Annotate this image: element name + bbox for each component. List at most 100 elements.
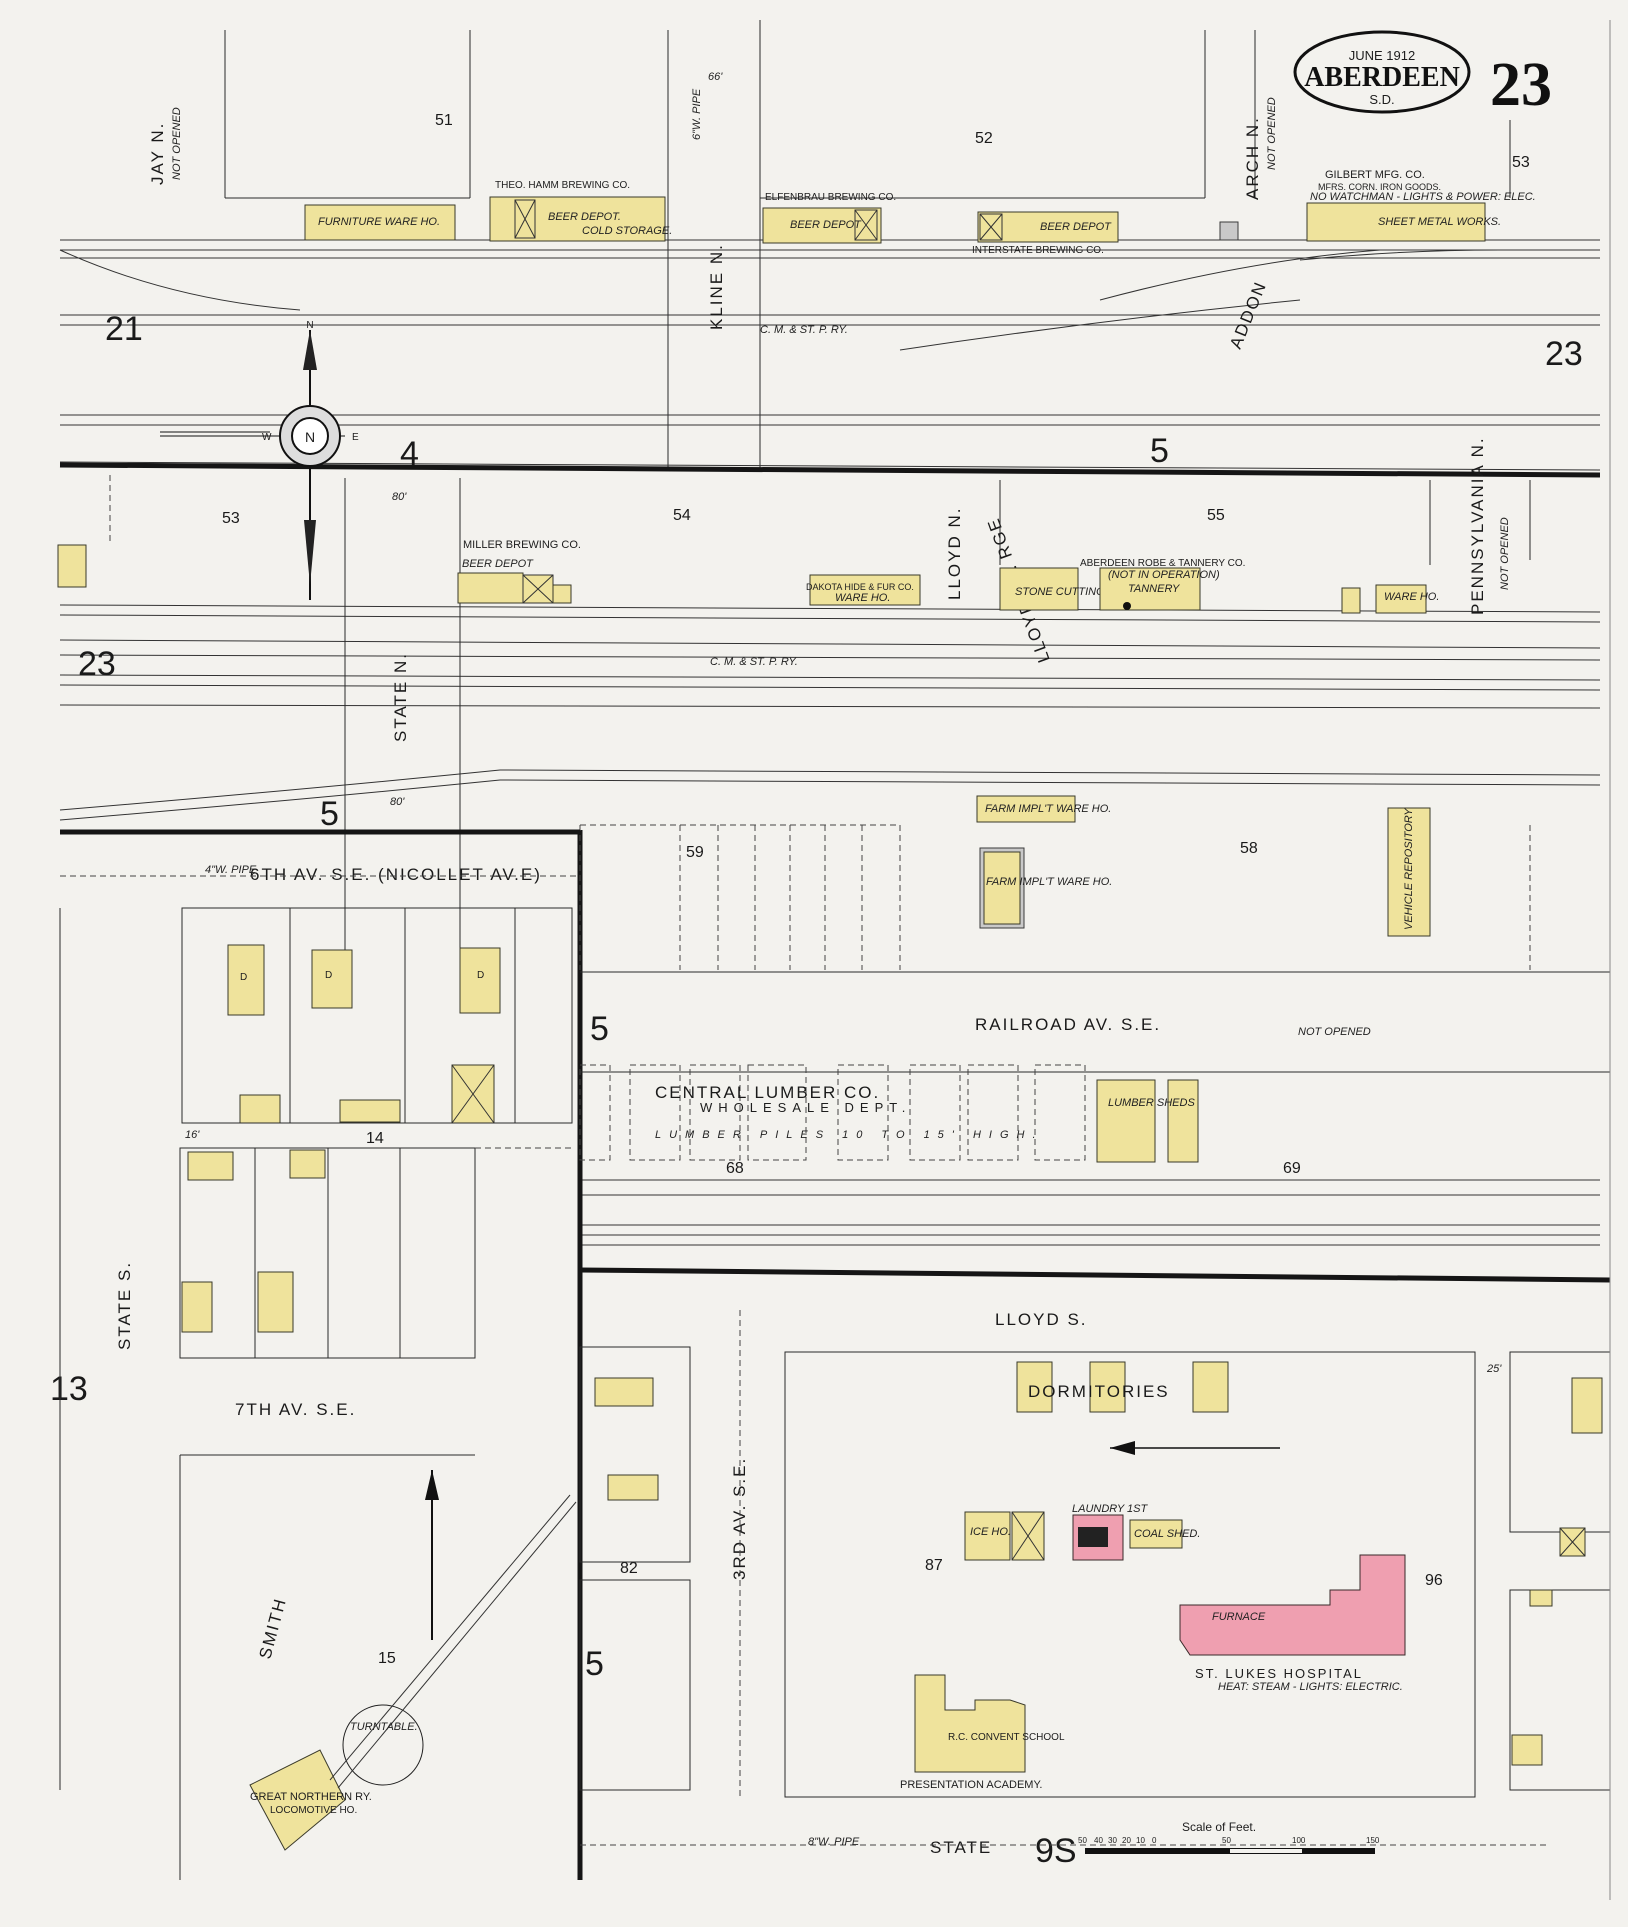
street-state-n: STATE N. — [391, 652, 410, 742]
ward-5a: 5 — [1150, 432, 1169, 470]
street-pennsylvania-note: NOT OPENED — [1499, 517, 1511, 590]
svg-text:N: N — [305, 429, 315, 445]
street-railroad-av: RAILROAD AV. S.E. — [975, 1015, 1161, 1034]
water-pipes: 4"W. PIPE 8"W. PIPE 6"W. PIPE 66' 80' 80… — [60, 71, 1550, 1848]
lumber-piles-label: LUMBER PILES 10 TO 15' HIGH. — [655, 1129, 1044, 1141]
turntable-label: TURNTABLE. — [350, 1721, 418, 1733]
coal-shed-label: COAL SHED. — [1134, 1528, 1200, 1540]
central-lumber-yard: CENTRAL LUMBER CO. WHOLESALE DEPT. LUMBE… — [579, 971, 1610, 1163]
block-87: 87 — [925, 1557, 943, 1574]
gilbert-sub: MFRS. CORN. IRON GOODS. — [1318, 182, 1441, 192]
convent-school — [914, 1674, 1026, 1773]
scale-bar: Scale of Feet. 50 40 30 20 10 0 50 100 1… — [1078, 1820, 1380, 1854]
st-lukes-hospital — [1179, 1554, 1406, 1656]
hamm-label: THEO. HAMM BREWING CO. — [495, 180, 630, 191]
top-street-lines — [224, 20, 1511, 470]
great-northern-area: TURNTABLE. GREAT NORTHERN RY. LOCOMOTIVE… — [249, 1470, 577, 1851]
svg-text:30: 30 — [1108, 1836, 1117, 1845]
farm-impl-h — [976, 795, 1076, 823]
dormitory-320 — [1089, 1361, 1126, 1413]
block-53-top: 53 — [1512, 154, 1530, 171]
adj-sheet-23-left: 23 — [78, 645, 116, 683]
compass-w: W — [262, 432, 272, 443]
svg-text:150: 150 — [1366, 1836, 1380, 1845]
farm-impl-j-label: FARM IMPL'T WARE HO. — [986, 876, 1112, 888]
block-54: 54 — [673, 507, 691, 524]
gilbert-label: GILBERT MFG. CO. — [1325, 169, 1425, 181]
sheet-metal-label: SHEET METAL WORKS. — [1378, 216, 1501, 228]
dormitory-324 — [1192, 1361, 1229, 1413]
turntable — [342, 1704, 424, 1786]
street-state-s: STATE S. — [115, 1261, 134, 1350]
d-label-3: D — [477, 970, 484, 981]
robe-tannery-label: ABERDEEN ROBE & TANNERY CO. — [1080, 558, 1245, 569]
central-lumber-label: CENTRAL LUMBER CO. — [655, 1083, 880, 1102]
street-lloyd-n: LLOYD N. — [945, 507, 964, 600]
academy-label: PRESENTATION ACADEMY. — [900, 1779, 1042, 1791]
dwelling-608 — [311, 949, 353, 1009]
d-label-2: D — [325, 970, 332, 981]
miller-beer: BEER DEPOT — [462, 558, 534, 570]
svg-text:20: 20 — [1122, 1836, 1131, 1845]
width-80-state: 80' — [392, 491, 407, 503]
ward-5d: 5 — [585, 1645, 604, 1683]
dwelling-604 — [227, 944, 265, 1016]
dwelling-601 — [181, 1281, 213, 1333]
ward-5b: 5 — [320, 795, 339, 833]
svg-text:10: 10 — [1136, 1836, 1145, 1845]
svg-text:40: 40 — [1094, 1836, 1103, 1845]
street-state-bottom: STATE — [930, 1838, 992, 1857]
great-northern-label: GREAT NORTHERN RY. — [250, 1791, 372, 1803]
locomotive-house — [249, 1749, 346, 1851]
st-lukes-block: DORMITORIES ICE HO. LAUNDRY 1ST COAL SHE… — [579, 1346, 1611, 1798]
street-seventh-av: 7TH AV. S.E. — [235, 1400, 356, 1419]
svg-text:0: 0 — [1152, 1836, 1157, 1845]
width-80-bottom: 80' — [390, 796, 405, 808]
header-date: JUNE 1912 — [1349, 48, 1415, 63]
street-ninth: 9S — [1035, 1832, 1077, 1870]
dwelling-605 — [257, 1271, 294, 1333]
lumber-shed-2 — [1167, 1079, 1199, 1163]
lumber-yard-tracks — [577, 830, 1611, 1880]
width-66-kline: 66' — [708, 71, 723, 83]
mid-buildings: MILLER BREWING CO. BEER DEPOT DAKOTA HID… — [57, 475, 1531, 1000]
street-arch-note: NOT OPENED — [1266, 97, 1278, 170]
tannery-note: (NOT IN OPERATION) — [1108, 569, 1220, 581]
dakota-building — [809, 574, 921, 606]
block-numbers: 51 52 53 53 54 55 59 58 14 68 69 82 87 9… — [222, 112, 1530, 1667]
ward-4: 4 — [400, 435, 419, 473]
street-jay: JAY N. — [148, 122, 167, 185]
adj-sheet-13: 13 — [50, 1370, 88, 1408]
left-edge-building — [57, 544, 87, 588]
dwelling-616 — [459, 947, 501, 1014]
coal-shed — [1129, 1519, 1183, 1549]
stone-cutting-building — [999, 567, 1079, 611]
elfenbrau-beer: BEER DEPOT — [790, 219, 862, 231]
locomotive-label: LOCOMOTIVE HO. — [270, 1805, 357, 1816]
st-lukes-note: HEAT: STEAM - LIGHTS: ELECTRIC. — [1218, 1681, 1403, 1693]
dakota-label: DAKOTA HIDE & FUR CO. — [806, 582, 914, 592]
block-14: 14 — [366, 1130, 384, 1147]
tannery-label: TANNERY — [1128, 583, 1180, 595]
block-52: 52 — [975, 130, 993, 147]
railroad-label-top: C. M. & ST. P. RY. — [760, 324, 848, 336]
compass-n: N — [306, 320, 313, 331]
dormitories-label: DORMITORIES — [1028, 1382, 1170, 1401]
street-railroad-note: NOT OPENED — [1298, 1026, 1371, 1038]
block-96: 96 — [1425, 1572, 1443, 1589]
block-59: 59 — [686, 844, 704, 861]
street-third-av: 3RD AV. S.E. — [730, 1457, 749, 1580]
compass-rose: N N W E — [160, 320, 359, 600]
gilbert-note: NO WATCHMAN - LIGHTS & POWER: ELEC. — [1310, 191, 1536, 203]
ice-house — [964, 1511, 1011, 1561]
sheet-header: JUNE 1912 ABERDEEN S.D. 23 — [1293, 30, 1552, 119]
interstate-label: INTERSTATE BREWING CO. — [972, 245, 1104, 256]
adj-sheet-23-right: 23 — [1545, 335, 1583, 373]
lower-rail-yard: C. M. & ST. P. RY. — [59, 604, 1601, 835]
header-state: S.D. — [1369, 92, 1394, 107]
furniture-warehouse — [304, 204, 456, 241]
ware-g-building — [1375, 584, 1427, 614]
street-jay-note: NOT OPENED — [171, 107, 183, 180]
block-55: 55 — [1207, 507, 1225, 524]
